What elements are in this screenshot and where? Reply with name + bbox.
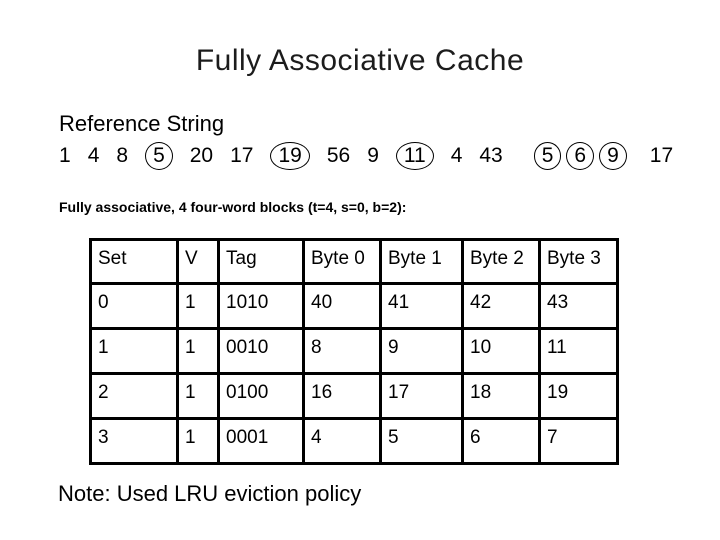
cell-tag: 0010	[217, 327, 305, 375]
cell-byte2: 6	[461, 417, 541, 465]
cell-set: 0	[89, 282, 179, 330]
cell-set: 3	[89, 417, 179, 465]
table-row: 3 1 0001 4 5 6 7	[89, 417, 619, 465]
col-header-byte0: Byte 0	[302, 238, 382, 285]
cell-byte0: 16	[302, 372, 382, 420]
ref-number-circled: 11	[395, 142, 434, 170]
col-header-byte2: Byte 2	[461, 238, 541, 285]
reference-string-sequence: 1 4 8 5 20 17 19 56 9 11 4 43 5 6 9 17	[59, 140, 673, 172]
cell-byte0: 40	[302, 282, 382, 330]
cell-byte1: 17	[379, 372, 464, 420]
slide-title: Fully Associative Cache	[195, 44, 525, 77]
ref-number: 56	[326, 144, 351, 167]
table-header-row: Set V Tag Byte 0 Byte 1 Byte 2 Byte 3	[89, 238, 619, 285]
ref-number: 1	[59, 144, 71, 167]
col-header-byte3: Byte 3	[538, 238, 619, 285]
cell-byte3: 43	[538, 282, 619, 330]
table-row: 1 1 0010 8 9 10 11	[89, 327, 619, 375]
cell-byte3: 19	[538, 372, 619, 420]
cell-valid: 1	[176, 417, 220, 465]
col-header-tag: Tag	[217, 238, 305, 285]
cell-byte2: 18	[461, 372, 541, 420]
lru-note: Note: Used LRU eviction policy	[58, 481, 362, 506]
ref-number: 20	[189, 144, 214, 167]
cell-set: 2	[89, 372, 179, 420]
cell-valid: 1	[176, 372, 220, 420]
cell-set: 1	[89, 327, 179, 375]
cell-valid: 1	[176, 327, 220, 375]
cell-tag: 1010	[217, 282, 305, 330]
cell-byte3: 11	[538, 327, 619, 375]
cell-byte1: 5	[379, 417, 464, 465]
ref-number-circled: 9	[599, 142, 627, 170]
ref-number: 17	[649, 144, 674, 167]
cell-byte0: 4	[302, 417, 382, 465]
ref-number-circled: 5	[145, 142, 173, 170]
col-header-set: Set	[89, 238, 179, 285]
ref-number: 9	[367, 144, 379, 167]
table-row: 0 1 1010 40 41 42 43	[89, 282, 619, 330]
col-header-v: V	[176, 238, 220, 285]
reference-string-label: Reference String	[59, 111, 225, 136]
cell-tag: 0100	[217, 372, 305, 420]
ref-number: 4	[87, 144, 100, 167]
cell-byte0: 8	[302, 327, 382, 375]
cell-byte2: 10	[461, 327, 541, 375]
cell-byte2: 42	[461, 282, 541, 330]
cell-byte1: 41	[379, 282, 464, 330]
cell-byte3: 7	[538, 417, 619, 465]
cache-config-caption: Fully associative, 4 four-word blocks (t…	[59, 199, 407, 215]
ref-number: 17	[230, 144, 254, 167]
ref-number-circled: 6	[566, 142, 595, 170]
ref-number: 8	[116, 144, 129, 167]
col-header-byte1: Byte 1	[379, 238, 464, 285]
cache-table: Set V Tag Byte 0 Byte 1 Byte 2 Byte 3 0 …	[89, 238, 619, 465]
table-row: 2 1 0100 16 17 18 19	[89, 372, 619, 420]
ref-number-circled: 19	[270, 142, 310, 170]
ref-number: 43	[479, 144, 503, 167]
ref-number: 4	[450, 144, 463, 167]
cell-valid: 1	[176, 282, 220, 330]
ref-number-circled: 5	[533, 142, 562, 170]
cell-tag: 0001	[217, 417, 305, 465]
cell-byte1: 9	[379, 327, 464, 375]
